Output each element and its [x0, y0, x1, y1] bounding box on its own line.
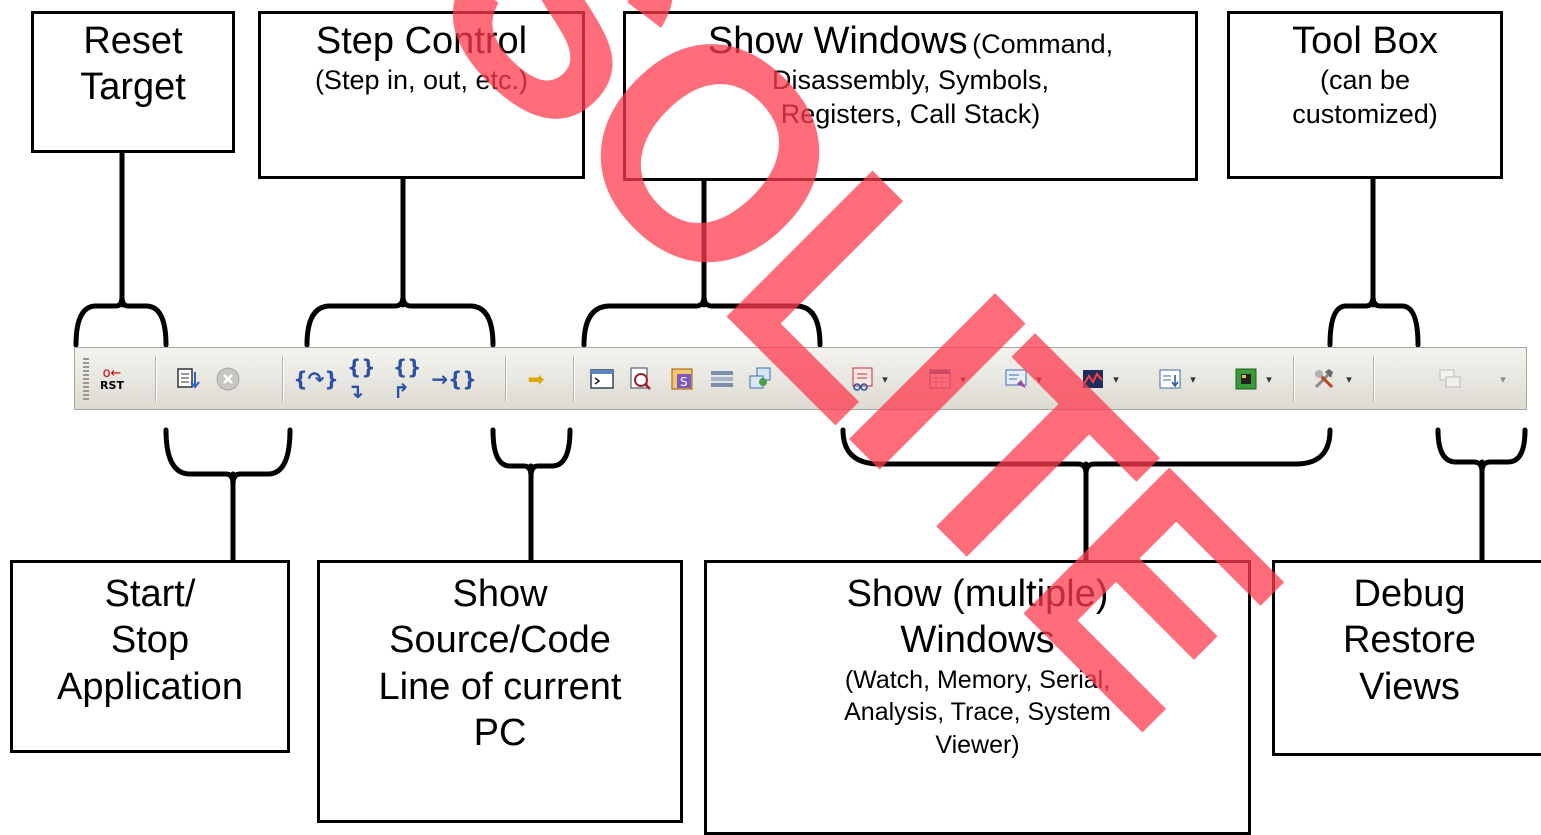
system-viewer-icon[interactable]: [1231, 364, 1261, 394]
serial-dropdown-icon[interactable]: ▾: [1036, 372, 1042, 386]
step-control-detail: (Step in, out, etc.): [314, 65, 529, 96]
toolbar-grip[interactable]: [83, 358, 89, 400]
symbols-window-icon[interactable]: S: [667, 364, 697, 394]
step-out-icon[interactable]: {}↱: [393, 355, 422, 403]
serial-window-icon[interactable]: [1001, 364, 1031, 394]
show-multiple-box: Show (multiple) Windows (Watch, Memory, …: [704, 560, 1251, 835]
run-icon[interactable]: [173, 364, 203, 394]
restore-views-dropdown-icon[interactable]: ▾: [1500, 372, 1506, 386]
step-control-title: Step Control: [315, 20, 528, 62]
svg-text:S: S: [680, 375, 688, 389]
reset-target-line2: Target: [80, 66, 186, 109]
show-windows-line1: Disassembly, Symbols,: [771, 65, 1050, 96]
show-multiple-line2: Windows: [900, 619, 1055, 662]
restore-views-icon[interactable]: [1435, 364, 1465, 394]
show-windows-box: Show Windows (Command, Disassembly, Symb…: [623, 11, 1198, 181]
disassembly-window-icon[interactable]: [625, 364, 655, 394]
show-windows-title: Show Windows: [707, 20, 968, 62]
start-stop-line3: Application: [57, 665, 243, 708]
debug-restore-line1: Debug: [1353, 573, 1466, 615]
show-multiple-line1: Show (multiple): [846, 573, 1109, 615]
step-in-icon[interactable]: {↷}: [293, 367, 339, 391]
reset-icon[interactable]: o← RST: [100, 366, 124, 392]
system-viewer-dropdown-icon[interactable]: ▾: [1266, 372, 1272, 386]
call-stack-window-icon[interactable]: [745, 364, 775, 394]
show-source-line3: Line of current: [378, 665, 622, 708]
tool-box-box: Tool Box (can be customized): [1227, 11, 1503, 179]
reset-target-box: Reset Target: [31, 11, 235, 153]
show-windows-detail-a: (Command,: [972, 29, 1114, 59]
show-windows-line2: Registers, Call Stack): [780, 99, 1041, 130]
toolbox-dropdown-icon[interactable]: ▾: [1346, 372, 1352, 386]
command-window-icon[interactable]: [587, 364, 617, 394]
toolbox-icon[interactable]: [1309, 364, 1339, 394]
show-source-box: Show Source/Code Line of current PC: [317, 560, 683, 823]
registers-window-icon[interactable]: [707, 364, 737, 394]
debug-restore-line3: Views: [1359, 665, 1460, 708]
trace-window-icon[interactable]: [1155, 364, 1185, 394]
analysis-window-icon[interactable]: [1078, 364, 1108, 394]
analysis-dropdown-icon[interactable]: ▾: [1113, 372, 1119, 386]
debug-restore-line2: Restore: [1342, 619, 1477, 662]
show-pc-arrow-icon[interactable]: ➡: [527, 367, 545, 391]
tool-box-title: Tool Box: [1292, 20, 1438, 62]
show-multiple-detail1: (Watch, Memory, Serial,: [844, 665, 1111, 694]
debug-restore-box: Debug Restore Views: [1272, 560, 1541, 756]
tool-box-line2: customized): [1292, 99, 1438, 130]
stop-icon[interactable]: [213, 364, 243, 394]
start-stop-line2: Stop: [110, 619, 190, 662]
memory-dropdown-icon[interactable]: ▾: [960, 372, 966, 386]
show-multiple-detail2: Analysis, Trace, System: [844, 698, 1111, 727]
debug-toolbar: o← RST {↷} {}↴ {}↱ →{} ➡ S ▾ ▾ ▾ ▾: [74, 347, 1527, 410]
memory-window-icon[interactable]: [925, 364, 955, 394]
watch-dropdown-icon[interactable]: ▾: [882, 372, 888, 386]
show-source-line2: Source/Code: [389, 619, 611, 662]
show-source-line1: Show: [452, 573, 548, 615]
show-multiple-detail3: Viewer): [935, 730, 1020, 759]
reset-label: RST: [100, 379, 124, 392]
start-stop-line1: Start/: [104, 573, 196, 615]
step-over-icon[interactable]: {}↴: [347, 355, 376, 403]
watch-window-icon[interactable]: [847, 364, 877, 394]
tool-box-line1: (can be: [1319, 65, 1411, 96]
start-stop-box: Start/ Stop Application: [10, 560, 290, 753]
show-source-line4: PC: [473, 712, 527, 755]
reset-target-line1: Reset: [83, 20, 183, 62]
run-to-cursor-icon[interactable]: →{}: [431, 367, 477, 391]
trace-dropdown-icon[interactable]: ▾: [1190, 372, 1196, 386]
step-control-box: Step Control (Step in, out, etc.): [258, 11, 585, 179]
